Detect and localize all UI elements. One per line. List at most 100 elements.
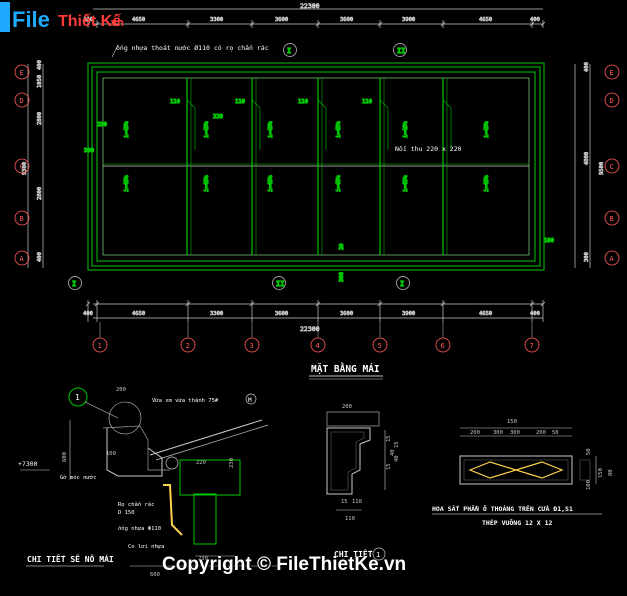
section-marker-1 bbox=[393, 43, 407, 57]
grille-dim-top-0: 150 bbox=[507, 419, 517, 425]
dim-right-0: 400 bbox=[584, 62, 590, 72]
eave-dim-1: 100 bbox=[106, 451, 116, 457]
dim-top-3: 3600 bbox=[275, 17, 288, 23]
plan-misc-dim-6: 300 bbox=[84, 148, 94, 154]
eave-note-3: D 150 bbox=[118, 510, 135, 516]
pipe-callout: ống nhựa thoát nước Ø110 có rọ chắn rác … bbox=[111, 44, 462, 153]
eave-dim-4: 230 bbox=[229, 458, 235, 468]
grille-dim-side-2: 100 bbox=[586, 480, 592, 490]
dim-right-total: 9500 bbox=[599, 162, 605, 175]
grid-row-bubble-D-left bbox=[14, 92, 30, 108]
grid-row-bubble-E-right bbox=[604, 64, 620, 80]
plan-dimension-lines bbox=[27, 8, 591, 319]
cornice-dim-2: 15 bbox=[386, 435, 392, 442]
dim-top-total: 22300 bbox=[300, 2, 320, 10]
section-label-4: I bbox=[400, 280, 404, 288]
gutter-note: Nối thu 220 x 220 bbox=[395, 145, 462, 153]
eave-note-5: Co lơi nhựa bbox=[128, 544, 164, 550]
eave-note-0: Vữa xm vữa thành 75# bbox=[152, 397, 219, 404]
grid-row-label-B-right: B bbox=[610, 215, 614, 223]
plan-walls bbox=[87, 62, 545, 271]
eave-dim-2: 600 bbox=[62, 452, 68, 462]
grid-row-markers-right: E D C B A bbox=[604, 64, 620, 266]
grille-dim-side-1: 50 bbox=[586, 448, 592, 455]
grid-row-label-B-left: B bbox=[20, 215, 24, 223]
grid-col-label-7: 7 bbox=[530, 342, 534, 350]
cornice-dim-3: 40 bbox=[390, 449, 396, 456]
grid-col-label-2: 2 bbox=[186, 342, 190, 350]
grid-col-bubble-2 bbox=[180, 337, 196, 353]
slope-label-2: i=45% bbox=[268, 121, 274, 138]
dim-bottom-2: 3300 bbox=[210, 311, 223, 317]
slope-label-6: i=45% bbox=[124, 175, 130, 192]
cornice-dim-8: 110 bbox=[352, 499, 362, 505]
dim-bottom-1: 4650 bbox=[132, 311, 145, 317]
grid-row-bubble-E-left bbox=[14, 64, 30, 80]
dim-left-4: 400 bbox=[37, 252, 43, 262]
grid-row-label-C-left: C bbox=[20, 163, 24, 171]
dim-top-7: 400 bbox=[530, 17, 540, 23]
dim-left-0: 400 bbox=[37, 60, 43, 70]
grid-row-bubble-D-right bbox=[604, 92, 620, 108]
grid-row-label-A-right: A bbox=[610, 255, 615, 263]
filethietke-logo: File Thiết Kế .vn bbox=[0, 2, 124, 32]
section-label-1: II bbox=[397, 47, 405, 55]
section-label-2: I bbox=[72, 280, 76, 288]
grid-col-label-4: 4 bbox=[316, 342, 320, 350]
dim-left-2: 2800 bbox=[37, 112, 43, 125]
section-marker-2 bbox=[68, 276, 82, 290]
eave-dim-5: 600 bbox=[150, 572, 160, 578]
grille-dim-top-5: 50 bbox=[552, 430, 559, 436]
dim-bottom-5: 3900 bbox=[402, 311, 415, 317]
slope-label-9: i=45% bbox=[336, 175, 342, 192]
eave-note-2: Rọ chắn rác bbox=[118, 501, 154, 508]
grille-dim-top-2: 300 bbox=[493, 430, 503, 436]
eave-detail bbox=[20, 387, 280, 567]
dim-right-2: 300 bbox=[584, 252, 590, 262]
dim-left-total: 9300 bbox=[22, 162, 28, 175]
eave-note-4: ống nhựa Φ110 bbox=[118, 525, 161, 532]
grille-dim-side-0: 150 bbox=[598, 468, 604, 478]
grid-row-label-D-right: D bbox=[610, 97, 614, 105]
grid-col-bubble-3 bbox=[244, 337, 260, 353]
section-label-3: II bbox=[276, 280, 284, 288]
dim-left-3: 2800 bbox=[37, 187, 43, 200]
dim-top-1: 4650 bbox=[132, 17, 145, 23]
eave-dim-0: 200 bbox=[116, 387, 126, 393]
grid-row-bubble-C-right bbox=[604, 158, 620, 174]
section-marker-4 bbox=[396, 276, 410, 290]
section-marker-0 bbox=[283, 43, 297, 57]
grid-col-label-3: 3 bbox=[250, 342, 254, 350]
grid-col-bubble-1 bbox=[92, 337, 108, 353]
dim-top-0: 400 bbox=[83, 17, 93, 23]
dim-bottom-total: 22300 bbox=[300, 325, 320, 333]
cornice-dim-4: 15 bbox=[386, 463, 392, 470]
grid-row-label-E-right: E bbox=[610, 69, 614, 77]
section-marker-3 bbox=[272, 276, 286, 290]
eave-level: +7300 bbox=[18, 460, 38, 468]
dim-top-5: 3900 bbox=[402, 17, 415, 23]
eave-note-1: Gờ móc nước bbox=[60, 474, 96, 481]
grille-subtitle: THÉP VUÔNG 12 X 12 bbox=[482, 518, 553, 527]
grid-row-label-E-left: E bbox=[20, 69, 24, 77]
slope-label-8: i=45% bbox=[268, 175, 274, 192]
slope-label-5: i=45% bbox=[484, 121, 490, 138]
grid-row-label-D-left: D bbox=[20, 97, 24, 105]
grid-col-bubble-5 bbox=[372, 337, 388, 353]
grid-row-bubble-C-left bbox=[14, 158, 30, 174]
eave-ref-marker: 1 bbox=[75, 393, 80, 402]
cornice-dim-6: 40 bbox=[394, 455, 400, 462]
plan-misc-dim-8: 20 bbox=[339, 243, 345, 250]
svg-text:.vn: .vn bbox=[108, 17, 124, 29]
grid-row-bubble-A-left bbox=[14, 250, 30, 266]
slope-label-4: i=45% bbox=[403, 121, 409, 138]
cornice-dim-7: 15 bbox=[341, 499, 348, 505]
plan-beams: i=45%i=45%i=45%i=45%i=45%i=45%i=45%i=45%… bbox=[68, 43, 555, 290]
grille-dim-side-3: 80 bbox=[608, 469, 614, 476]
grid-row-label-C-right: C bbox=[610, 163, 614, 171]
grille-detail bbox=[459, 427, 597, 485]
dim-top-2: 3300 bbox=[210, 17, 223, 23]
